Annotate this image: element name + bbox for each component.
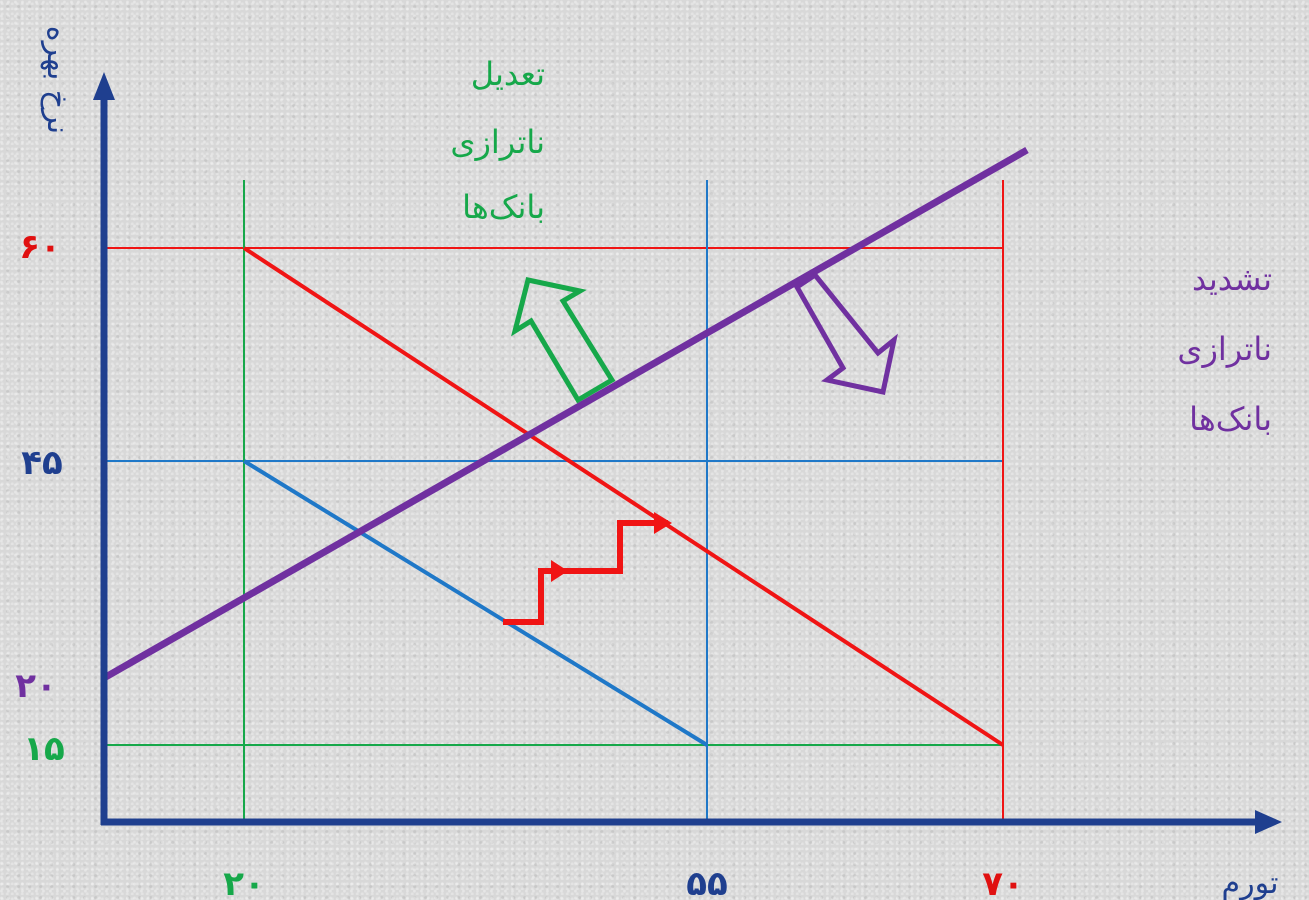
red-step-arrowhead-2 — [654, 512, 672, 534]
red-step-arrowhead-1 — [551, 560, 568, 582]
green-hollow-arrow — [511, 277, 616, 404]
intensify-note-line-1: تشدید — [1192, 260, 1272, 298]
x-tick-70: ۷۰ — [982, 864, 1024, 900]
y-axis-title: نرخ بهره — [40, 26, 75, 134]
y-tick-15: ۱۵ — [23, 729, 65, 769]
adjust-note: تعدیل ناترازی بانک‌ها — [450, 55, 545, 226]
x-tick-55: ۵۵ — [686, 864, 728, 900]
intensify-note: تشدید ناترازی بانک‌ها — [1177, 260, 1272, 438]
y-axis-arrowhead — [93, 72, 115, 100]
y-tick-45: ۴۵ — [21, 443, 63, 483]
adjust-note-line-3: بانک‌ها — [462, 188, 545, 226]
intensify-note-line-2: ناترازی — [1177, 330, 1272, 368]
purple-hollow-arrow — [793, 271, 898, 395]
purple-line — [102, 146, 1029, 682]
x-axis-title: تورم — [1222, 866, 1279, 900]
x-axis-arrowhead — [1255, 810, 1282, 834]
red-line — [242, 246, 1005, 747]
blue-line — [242, 459, 709, 747]
red-step-path — [503, 520, 668, 625]
y-tick-20: ۲۰ — [15, 666, 57, 706]
x-tick-20: ۲۰ — [223, 864, 265, 900]
adjust-note-line-1: تعدیل — [471, 55, 545, 93]
y-tick-60: ۶۰ — [19, 227, 61, 267]
adjust-note-line-2: ناترازی — [450, 123, 545, 161]
intensify-note-line-3: بانک‌ها — [1189, 400, 1272, 438]
